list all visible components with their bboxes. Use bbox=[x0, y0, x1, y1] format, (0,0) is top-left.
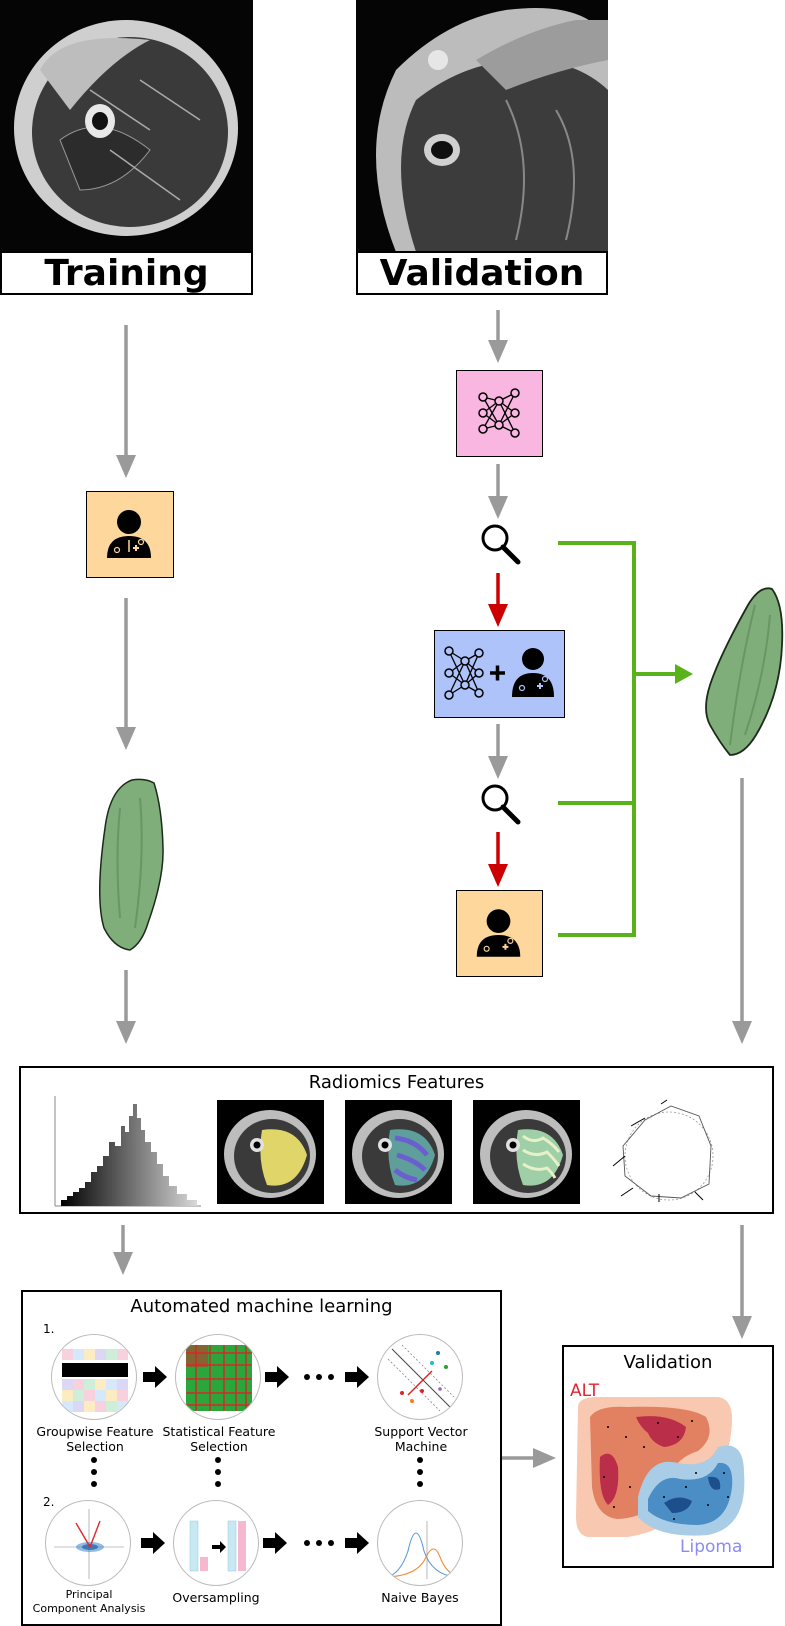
class-label-alt: ALT bbox=[570, 1381, 600, 1401]
pca-caption: Principal Component Analysis bbox=[32, 1588, 146, 1615]
radiomics-title: Radiomics Features bbox=[308, 1072, 485, 1093]
result-title: Validation bbox=[623, 1352, 713, 1373]
radiomics-panel: Radiomics Features bbox=[19, 1066, 774, 1214]
row1-number: 1. bbox=[43, 1322, 55, 1336]
statistical-caption: Statistical Feature Selection bbox=[162, 1424, 276, 1454]
naive-bayes-caption: Naive Bayes bbox=[381, 1590, 459, 1605]
doctor-icon bbox=[512, 648, 554, 697]
validation-label: Validation bbox=[356, 251, 608, 295]
validation-segmentation bbox=[705, 587, 784, 756]
pca-circle bbox=[45, 1500, 131, 1586]
neural-network-icon bbox=[444, 646, 484, 700]
automl-title: Automated machine learning bbox=[130, 1296, 393, 1317]
groupwise-selection-circle bbox=[51, 1334, 137, 1420]
magnifier-icon bbox=[481, 524, 521, 565]
plus-icon bbox=[490, 665, 505, 681]
doctor-icon bbox=[476, 909, 521, 957]
svm-circle bbox=[377, 1334, 463, 1420]
intensity-histogram bbox=[54, 1096, 201, 1207]
result-validation-panel: Validation ALT Lipoma bbox=[562, 1345, 774, 1568]
training-segmentation bbox=[98, 778, 164, 951]
row2-number: 2. bbox=[43, 1495, 55, 1509]
radiologist-correction-box bbox=[456, 890, 543, 977]
magnifier-icon bbox=[481, 784, 521, 825]
radiomics-mri-wavelet bbox=[473, 1100, 580, 1204]
decision-boundary-plot bbox=[576, 1397, 745, 1537]
class-label-lipoma: Lipoma bbox=[680, 1537, 743, 1557]
radiomics-mri-texture bbox=[345, 1100, 452, 1204]
training-label: Training bbox=[0, 251, 253, 295]
oversampling-circle bbox=[173, 1500, 259, 1586]
vertical-ellipses bbox=[91, 1457, 423, 1487]
doctor-icon bbox=[107, 510, 151, 558]
row1-arrows bbox=[143, 1366, 369, 1388]
radiologist-box bbox=[86, 491, 174, 578]
naive-bayes-circle bbox=[377, 1500, 463, 1586]
validation-mri-image bbox=[356, 0, 608, 252]
radiomics-mri-yellow bbox=[217, 1100, 324, 1204]
svm-caption: Support Vector Machine bbox=[374, 1424, 468, 1454]
training-mri-image bbox=[0, 0, 253, 252]
groupwise-caption: Groupwise Feature Selection bbox=[36, 1424, 154, 1454]
statistical-selection-circle bbox=[175, 1334, 261, 1420]
network-plus-radiologist-box bbox=[434, 630, 565, 718]
neural-network-box bbox=[456, 370, 543, 457]
shape-features-diagram bbox=[612, 1099, 714, 1202]
automl-panel: Automated machine learning 1. 2. bbox=[21, 1290, 502, 1626]
oversampling-caption: Oversampling bbox=[172, 1590, 260, 1605]
neural-network-icon bbox=[478, 388, 520, 438]
row2-arrows bbox=[141, 1532, 369, 1554]
